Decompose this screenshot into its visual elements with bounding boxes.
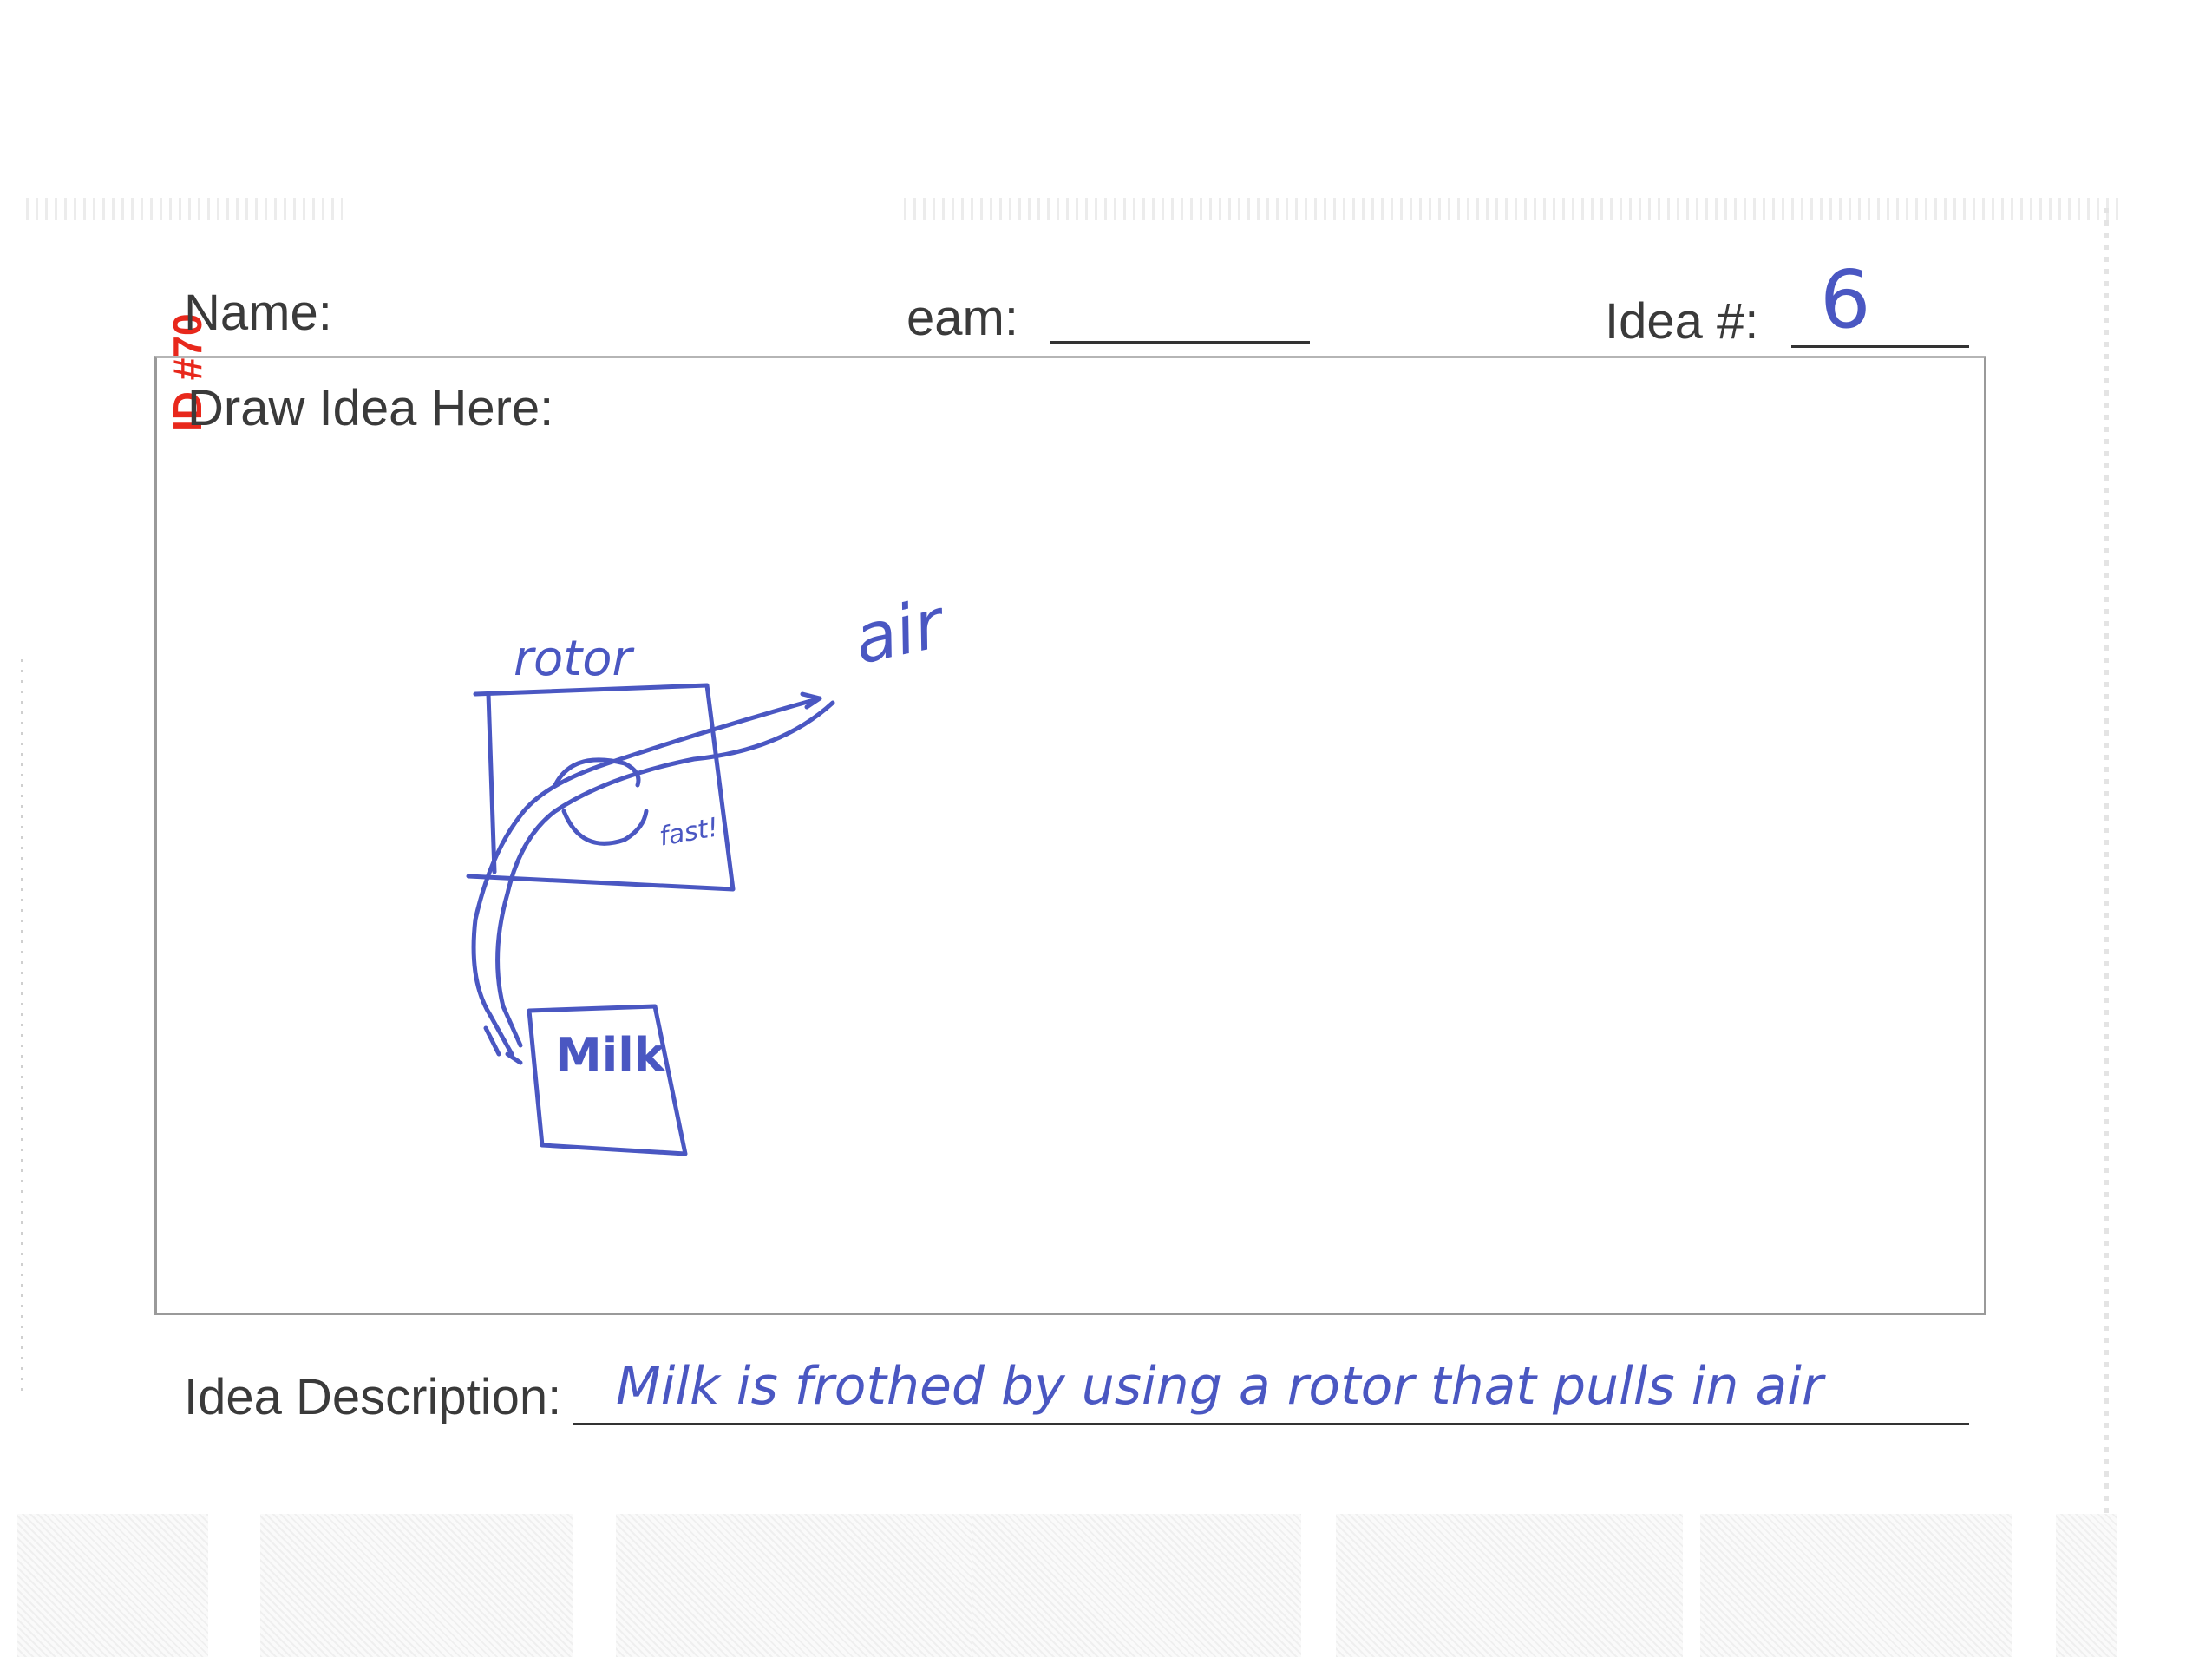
milk-box [527,1004,688,1156]
team-label: eam: [906,290,1018,346]
air-path-lower [495,700,835,1048]
rotor-arc-top [553,757,641,788]
drawing-area[interactable] [154,356,1986,1315]
idea-number-label: Idea #: [1605,293,1759,350]
arrow-head [483,1025,523,1065]
rotor-box-left-edge [486,691,497,874]
scan-noise [1700,1514,2012,1657]
scan-noise [260,1514,573,1657]
scan-noise [972,1514,1301,1657]
air-label: air [847,585,950,680]
scan-noise [1336,1514,1683,1657]
team-field-line[interactable] [1050,341,1310,344]
scan-artifact-left [21,659,23,1397]
idea-description-value: Milk is frothed by using a rotor that pu… [616,1356,1823,1417]
air-path-upper [471,696,822,1057]
rotor-box [466,683,736,892]
milk-label: Milk [555,1028,665,1083]
name-label: Name: [184,285,332,341]
scan-gap [343,193,902,224]
idea-number-field-line[interactable] [1791,345,1969,348]
idea-description-field-line[interactable] [573,1423,1969,1425]
scan-noise [616,1514,980,1657]
idea-description-label: Idea Description: [184,1369,562,1425]
scan-noise [2056,1514,2117,1657]
scan-artifact-right [2104,208,2109,1527]
scan-artifact-bottom [0,1514,2212,1657]
idea-number-value: 6 [1820,253,1871,346]
rotor-label: rotor [514,631,632,687]
draw-idea-label: Draw Idea Here: [187,380,554,436]
rotor-arc-bottom [561,809,649,846]
air-intake-tip [800,691,822,710]
scan-noise [17,1514,208,1657]
